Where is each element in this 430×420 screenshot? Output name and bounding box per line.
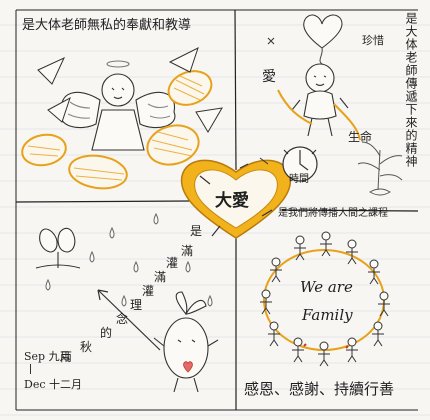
diagonal-char: 的 xyxy=(100,326,113,340)
life-label: 生命 xyxy=(348,130,373,144)
divider-horizontal-right xyxy=(281,209,419,212)
clock-icon xyxy=(282,146,318,182)
growth-arrow xyxy=(97,289,161,351)
sprout-illustration xyxy=(35,227,81,269)
diagonal-char: 灌 xyxy=(166,256,179,270)
middle-right-caption: 是我們將傳播人間之課程 xyxy=(278,208,388,219)
clock-label: 時間 xyxy=(289,174,309,185)
date-range-line xyxy=(30,364,31,374)
plant-drawing xyxy=(357,141,403,196)
small-heart xyxy=(303,14,343,49)
top-right-vertical-caption: 是大体老師傳遞下來的精神 xyxy=(404,12,418,168)
top-right-sparks xyxy=(239,37,275,169)
diagonal-char: 秋 xyxy=(80,340,93,354)
date-end: Dec 十二月 xyxy=(24,378,82,391)
divider-vertical-top xyxy=(234,9,237,171)
we-are-label: We are xyxy=(300,278,353,296)
angel-illustration xyxy=(60,60,176,151)
stick-figures xyxy=(260,231,390,367)
character-illustration xyxy=(153,291,219,393)
top-left-caption: 是大体老師無私的奉獻和教導 xyxy=(22,18,192,33)
family-label: Family xyxy=(302,306,353,324)
center-label: 大愛 xyxy=(215,191,249,211)
diagonal-char: 兩 xyxy=(60,350,73,364)
figure-illustration xyxy=(291,63,349,137)
date-start: Sep 九月 xyxy=(24,350,71,363)
diagonal-char: 理 xyxy=(130,298,143,312)
diagonal-char: 滿 xyxy=(181,244,194,258)
divider-horizontal-left xyxy=(15,200,191,203)
family-ring xyxy=(263,249,385,351)
raindrops xyxy=(45,212,213,307)
heart-label: 珍惜 xyxy=(362,34,384,47)
paper-shards xyxy=(37,47,223,133)
diagonal-char: 念 xyxy=(116,312,129,326)
diagonal-char: 是 xyxy=(190,224,203,238)
diagonal-char: 灌 xyxy=(142,284,155,298)
bottom-right-caption: 感恩、感謝、持續行善 xyxy=(244,380,395,398)
love-label: 愛 xyxy=(262,69,276,85)
diagonal-char: 滿 xyxy=(154,270,167,284)
character-heart xyxy=(183,361,193,373)
